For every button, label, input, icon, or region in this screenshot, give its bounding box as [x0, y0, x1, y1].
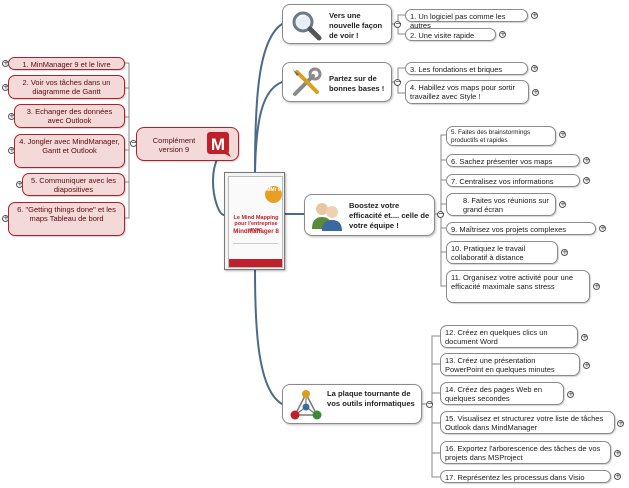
branch-label-2: Partez sur de bonnes bases ! [329, 74, 385, 93]
branch-node-4[interactable]: La plaque tournante de vos outils inform… [282, 384, 422, 424]
left-item-5[interactable]: 5. Communiquer avec les diapositives [22, 173, 125, 196]
magnifier-icon [289, 8, 323, 44]
expand-left-5[interactable]: + [16, 180, 23, 188]
branch-3-item-1[interactable]: 5. Faites des brainstormings productifs … [446, 126, 556, 146]
complement-label: Complément version 9 [152, 136, 196, 154]
people-icon [310, 199, 344, 235]
expand-b2-1[interactable]: + [531, 64, 538, 72]
expand-left-2[interactable]: + [2, 83, 9, 91]
branch-1-item-1[interactable]: 1. Un logiciel pas comme les autres [405, 9, 528, 30]
expand-left-6[interactable]: + [2, 214, 9, 222]
branch-3-item-6[interactable]: 10. Pratiquez le travail collaboratif à … [446, 241, 558, 264]
branch-label-3: Boostez votre efficacité et.... celle de… [349, 201, 430, 230]
branch-1-item-2[interactable]: 2. Une visite rapide [405, 28, 496, 41]
expand-b4-3[interactable]: + [567, 390, 574, 398]
branch-4-item-5[interactable]: 16. Exportez l'arborescence des tâches d… [440, 441, 611, 464]
expand-b1-2[interactable]: + [499, 30, 506, 38]
expand-b4-2[interactable]: + [583, 361, 590, 369]
expand-b4-1[interactable]: + [581, 333, 588, 341]
branch-4-item-6[interactable]: 17. Représentez les processus dans Visio [440, 470, 611, 483]
version-badge: MMr 9 [265, 186, 282, 203]
collapse-complement-toggle[interactable]: − [130, 138, 138, 147]
branch-4-item-3[interactable]: 14. Créez des pages Web en quelques seco… [440, 382, 564, 405]
branch-node-2[interactable]: Partez sur de bonnes bases ! [282, 62, 392, 102]
collapse-branch-1[interactable]: − [394, 19, 402, 28]
expand-b4-4[interactable]: + [617, 419, 624, 427]
expand-b3-2[interactable]: + [583, 156, 590, 164]
tools-icon [289, 66, 323, 102]
mindmanager-logo-icon: M [205, 130, 233, 160]
book-title-small: Le Mind Mapping pour l'entreprise avec [233, 215, 279, 233]
branch-label-4: La plaque tournante de vos outils inform… [327, 389, 415, 408]
branch-3-item-4[interactable]: 8. Faites vos réunions sur grand écran [446, 193, 556, 216]
left-item-3[interactable]: 3. Echanger des données avec Outlook [14, 104, 125, 128]
branch-3-item-7[interactable]: 11. Organisez votre activité pour une ef… [446, 270, 590, 303]
expand-b2-2[interactable]: + [532, 88, 539, 96]
connector-branch-2 [254, 81, 283, 173]
collapse-branch-4[interactable]: − [426, 399, 434, 408]
expand-b3-3[interactable]: + [583, 176, 590, 184]
collapse-branch-3[interactable]: − [437, 209, 445, 218]
expand-b1-1[interactable]: + [531, 11, 538, 19]
expand-b3-7[interactable]: + [593, 282, 600, 290]
expand-b4-5[interactable]: + [614, 449, 621, 457]
left-item-2[interactable]: 2. Voir vos tâches dans un diagramme de … [8, 75, 125, 99]
left-item-6[interactable]: 6. "Getting things done" et les maps Tab… [8, 202, 125, 236]
book-band [229, 259, 282, 267]
branch-3-item-5[interactable]: 9. Maîtrisez vos projets complexes [446, 222, 596, 235]
connector-branch-1 [254, 23, 283, 173]
central-book-cover[interactable]: MMr 9 Le Mind Mapping pour l'entreprise … [224, 172, 285, 270]
svg-text:M: M [211, 135, 225, 154]
book-cover: MMr 9 Le Mind Mapping pour l'entreprise … [228, 176, 283, 268]
branch-node-3[interactable]: Boostez votre efficacité et.... celle de… [304, 194, 435, 236]
expand-left-4[interactable]: + [8, 146, 15, 154]
branch-2-item-1[interactable]: 3. Les fondations et briques [405, 62, 528, 75]
branch-3-item-2[interactable]: 6. Sachez présenter vos maps [446, 154, 580, 167]
branch-label-1: Vers une nouvelle façon de voir ! [329, 11, 383, 40]
expand-b3-1[interactable]: + [559, 130, 566, 138]
collapse-branch-2[interactable]: − [394, 77, 402, 86]
branch-3-item-3[interactable]: 7. Centralisez vos informations [446, 174, 580, 187]
left-item-4[interactable]: 4. Jongler avec MindManager, Gantt et Ou… [14, 134, 125, 168]
book-title-big: MindManager 8 [233, 228, 279, 235]
branch-4-item-4[interactable]: 15. Visualisez et structurez votre liste… [440, 411, 615, 434]
network-icon [289, 388, 323, 424]
connector-branch-4 [254, 269, 283, 405]
expand-b3-4[interactable]: + [559, 200, 566, 208]
expand-b3-5[interactable]: + [599, 224, 606, 232]
expand-left-1[interactable]: + [2, 59, 9, 67]
branch-2-item-2[interactable]: 4. Habillez vos maps pour sortir travail… [405, 80, 529, 104]
branch-node-1[interactable]: Vers une nouvelle façon de voir ! [282, 4, 392, 44]
branch-4-item-2[interactable]: 13. Créez une présentation PowerPoint en… [440, 353, 580, 376]
branch-4-item-1[interactable]: 12. Créez en quelques clics un document … [440, 325, 578, 348]
left-item-1[interactable]: 1. MinManager 9 et le livre [8, 57, 125, 70]
expand-b4-6[interactable]: + [614, 472, 621, 480]
complement-node[interactable]: Complément version 9 M [136, 127, 239, 161]
expand-b3-6[interactable]: + [561, 248, 568, 256]
expand-left-3[interactable]: + [8, 112, 15, 120]
